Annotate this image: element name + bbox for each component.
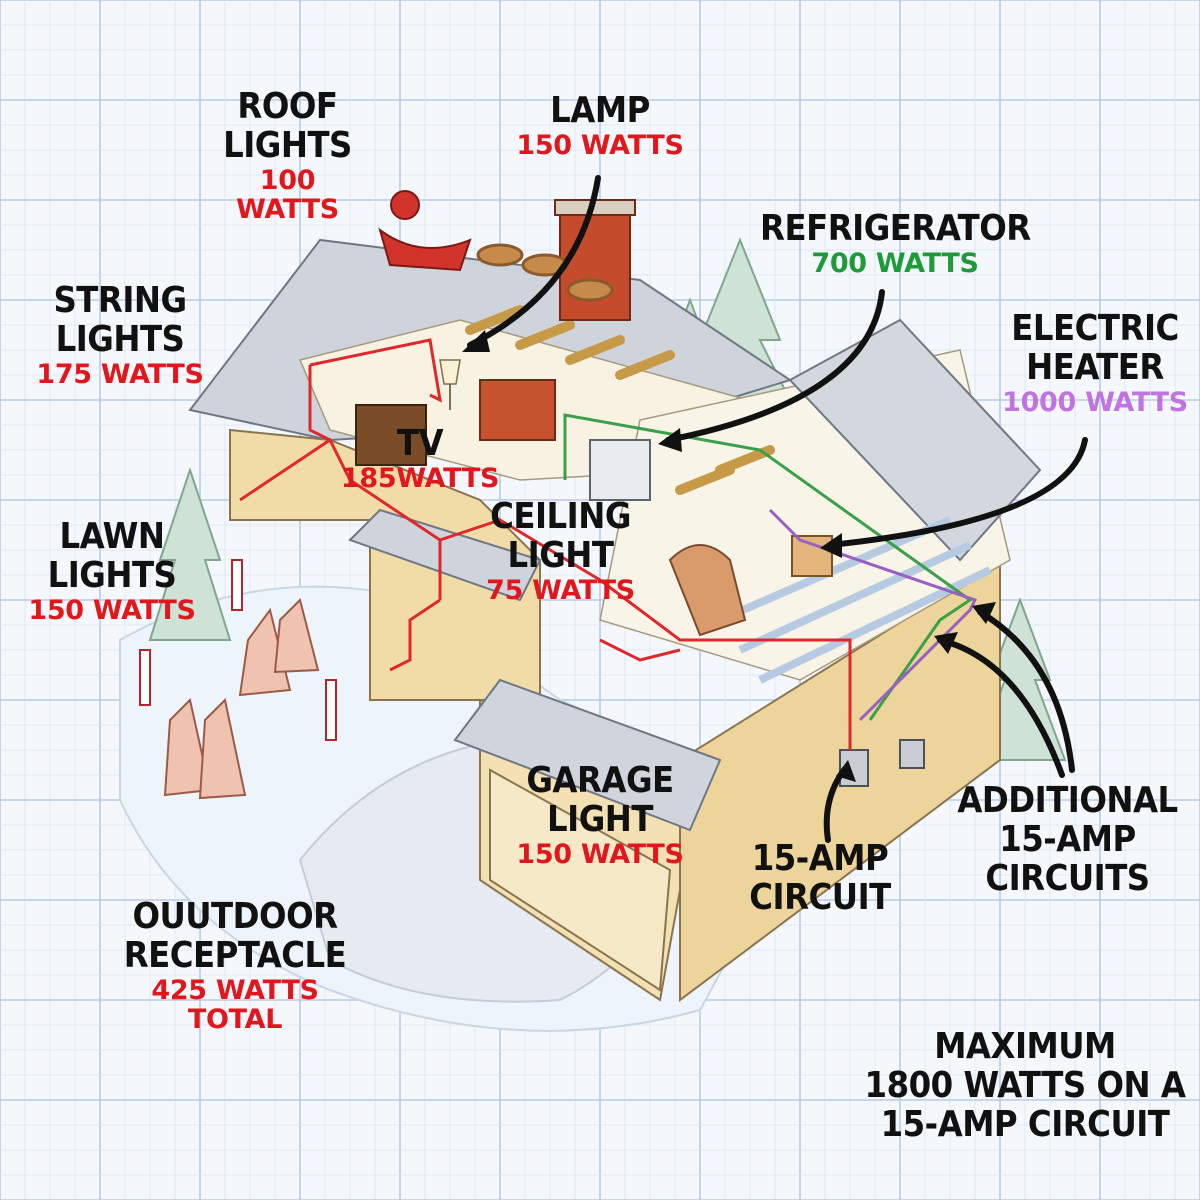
garage-door [489, 768, 672, 992]
electric-heater-name-2: HEATER [1026, 346, 1164, 388]
label-outdoor-receptacle: OUUTDOOR RECEPTACLE 425 WATTS TOTAL [100, 896, 370, 1035]
red-circuit-wires [239, 338, 852, 750]
purple-circuit-wires [768, 508, 978, 722]
label-garage-light: GARAGE LIGHT 150 WATTS [510, 760, 690, 870]
yard-figures [163, 598, 320, 800]
lawn-candles [139, 559, 337, 741]
roof-lights-watts: 100 WATTS [236, 164, 339, 225]
label-tv: TV 185WATTS [340, 423, 500, 494]
lawn-lights-watts: 150 WATTS [28, 594, 196, 626]
label-lawn-lights: LAWN LIGHTS 150 WATTS [22, 516, 202, 626]
label-string-lights: STRING LIGHTS 175 WATTS [30, 280, 210, 390]
fifteen-amp-circuit-line-2: CIRCUIT [749, 876, 891, 918]
green-circuit-wires [563, 413, 973, 721]
outdoor-receptacle-name-2: RECEPTACLE [123, 934, 347, 976]
callout-arrows [467, 175, 1088, 843]
ceiling-light-name-1: CEILING [490, 496, 631, 537]
porch-roof [348, 508, 542, 602]
electric-heater-name-1: ELECTRIC [1011, 308, 1179, 349]
label-roof-lights: ROOF LIGHTS 100 WATTS [205, 86, 370, 225]
additional-circuits-line-1: ADDITIONAL [957, 780, 1178, 821]
fireplace [479, 379, 556, 441]
refrigerator-watts: 700 WATTS [811, 247, 979, 279]
additional-circuits-line-2: 15-AMP [999, 818, 1136, 860]
tv-watts: 185WATTS [340, 462, 500, 494]
lamp-figure [439, 359, 461, 410]
lamp-name: LAMP [550, 90, 650, 131]
garage-roof [453, 678, 722, 832]
ceiling-light-name-2: LIGHT [507, 534, 614, 576]
additional-circuits-line-3: CIRCUITS [985, 857, 1150, 899]
lawn-lights-name-2: LIGHTS [47, 554, 177, 596]
santa-sleigh [378, 190, 614, 302]
armchair [668, 544, 747, 637]
tv-name: TV [396, 423, 444, 464]
roof-lights-name-2: LIGHTS [223, 124, 352, 166]
refrigerator-figure [589, 439, 651, 501]
electric-heater-watts: 1000 WATTS [1002, 386, 1188, 418]
label-refrigerator: REFRIGERATOR 700 WATTS [760, 208, 1031, 279]
tv-set [355, 404, 427, 466]
roof-joists [465, 305, 775, 495]
fifteen-amp-circuit-line-1: 15-AMP [751, 838, 889, 879]
heater-figure [791, 535, 833, 577]
string-lights-name-2: LIGHTS [55, 318, 185, 360]
maximum-note-line-2: 1800 WATTS ON A [864, 1064, 1186, 1106]
maximum-note-line-3: 15-AMP CIRCUIT [880, 1103, 1170, 1145]
ceiling-light-watts: 75 WATTS [486, 574, 635, 606]
string-lights-watts: 175 WATTS [36, 358, 204, 390]
garage-light-watts: 150 WATTS [516, 838, 684, 870]
string-lights-name-1: STRING [53, 280, 187, 321]
lamp-watts: 150 WATTS [516, 129, 684, 161]
arrowheads [462, 330, 996, 782]
label-ceiling-light: CEILING LIGHT 75 WATTS [478, 496, 643, 606]
label-additional-circuits: ADDITIONAL 15-AMP CIRCUITS [955, 780, 1180, 899]
refrigerator-name: REFRIGERATOR [760, 208, 1031, 249]
roof-lights-name-1: ROOF [237, 86, 338, 127]
garage-light-name-1: GARAGE [526, 760, 674, 801]
chimney [554, 199, 636, 321]
outdoor-receptacle-watts: 425 WATTS TOTAL [151, 974, 319, 1035]
garage-light-name-2: LIGHT [547, 798, 653, 840]
lawn-lights-name-1: LAWN [59, 516, 165, 557]
label-15-amp-circuit: 15-AMP CIRCUIT [735, 838, 905, 918]
maximum-note-line-1: MAXIMUM [934, 1026, 1116, 1067]
label-maximum-note: MAXIMUM 1800 WATTS ON A 15-AMP CIRCUIT [860, 1026, 1190, 1145]
label-electric-heater: ELECTRIC HEATER 1000 WATTS [1000, 308, 1190, 418]
outdoor-meter [899, 739, 925, 769]
label-lamp: LAMP 150 WATTS [510, 90, 690, 161]
outdoor-receptacle-name-1: OUUTDOOR [132, 896, 338, 937]
